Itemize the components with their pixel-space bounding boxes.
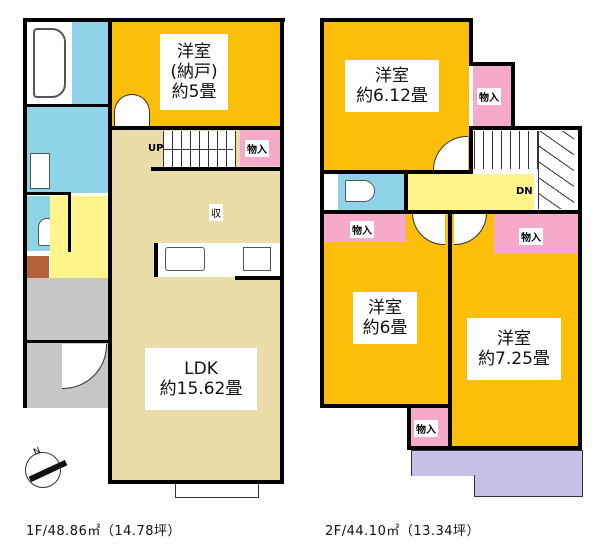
label-line: 約15.62畳: [159, 379, 243, 399]
wall: [151, 167, 282, 171]
closet-2f-d-label: 物入: [414, 420, 438, 437]
wall: [112, 126, 284, 130]
closet-2f-a-label: 物入: [477, 88, 501, 105]
room-western-6-12jo-label: 洋室 約6.12畳: [345, 60, 439, 112]
wall: [448, 210, 452, 448]
compass: [25, 452, 61, 488]
label-line: 洋室: [375, 65, 409, 86]
label-line: 約6畳: [362, 318, 408, 338]
label-line: LDK: [184, 358, 218, 379]
label-line: 約7.25畳: [478, 349, 550, 369]
label-line: 洋室: [497, 328, 531, 349]
room-western-6jo-label: 洋室 約6畳: [353, 292, 417, 344]
label-line: (納戸): [170, 61, 218, 82]
label-line: 約6.12畳: [356, 86, 428, 106]
label-line: 約5畳: [171, 82, 217, 103]
label-line: 洋室: [177, 41, 211, 62]
wall: [511, 62, 515, 128]
wall: [320, 170, 473, 174]
wall: [108, 18, 112, 484]
stairs-arrow: [163, 149, 233, 150]
balcony-lower: [474, 475, 583, 497]
kitchen-sink: [165, 247, 205, 271]
entrance: [27, 278, 108, 340]
room-ldk-label: LDK 約15.62畳: [145, 348, 257, 410]
toilet-window: [324, 174, 338, 210]
wall: [23, 18, 27, 408]
floor-2-area: 2F/44.10㎡（13.34坪）: [325, 524, 481, 539]
wall: [23, 18, 285, 22]
label-line: 洋室: [368, 297, 402, 318]
wall: [407, 404, 411, 450]
storage-room-door[interactable]: [114, 94, 150, 127]
wall: [23, 340, 108, 343]
closet-1f-label: 物入: [245, 140, 269, 157]
kitchen-counter: [154, 243, 282, 277]
wall: [404, 170, 408, 214]
wall: [320, 18, 472, 22]
room-ldk: [112, 130, 284, 482]
wall: [68, 192, 71, 252]
room-storage-5jo-label: 洋室 (納戸) 約5畳: [160, 34, 228, 110]
wall: [469, 126, 473, 174]
wall: [469, 126, 582, 130]
stairs-up-label: UP: [148, 143, 164, 154]
floor-1-area: 1F/48.86㎡（14.78坪）: [26, 524, 182, 539]
wash-basin: [30, 153, 50, 189]
wall: [469, 62, 515, 66]
wall: [23, 104, 108, 107]
ldk-bay-window: [175, 484, 259, 498]
hall-2f: [408, 174, 534, 210]
wall: [108, 480, 284, 484]
closet-2f-c-label: 物入: [519, 228, 543, 245]
stairs-2f-treads: [474, 131, 538, 169]
wall: [280, 18, 284, 484]
wall: [469, 18, 473, 66]
wall: [235, 276, 284, 280]
storage-label: 収: [209, 204, 223, 221]
cooktop: [243, 247, 271, 271]
wall: [407, 446, 582, 450]
wall: [578, 126, 582, 450]
bathtub: [33, 28, 66, 98]
room-western-7-25jo-label: 洋室 約7.25畳: [467, 318, 561, 380]
balcony: [411, 450, 583, 476]
wall: [320, 404, 452, 408]
stairs-winder: [538, 131, 574, 209]
wall: [23, 192, 70, 195]
washroom-upper: [72, 22, 108, 104]
toilet-bowl-2f: [345, 180, 375, 202]
stairs-dn-label: DN: [516, 186, 533, 197]
closet-2f-b-label: 物入: [350, 221, 374, 238]
